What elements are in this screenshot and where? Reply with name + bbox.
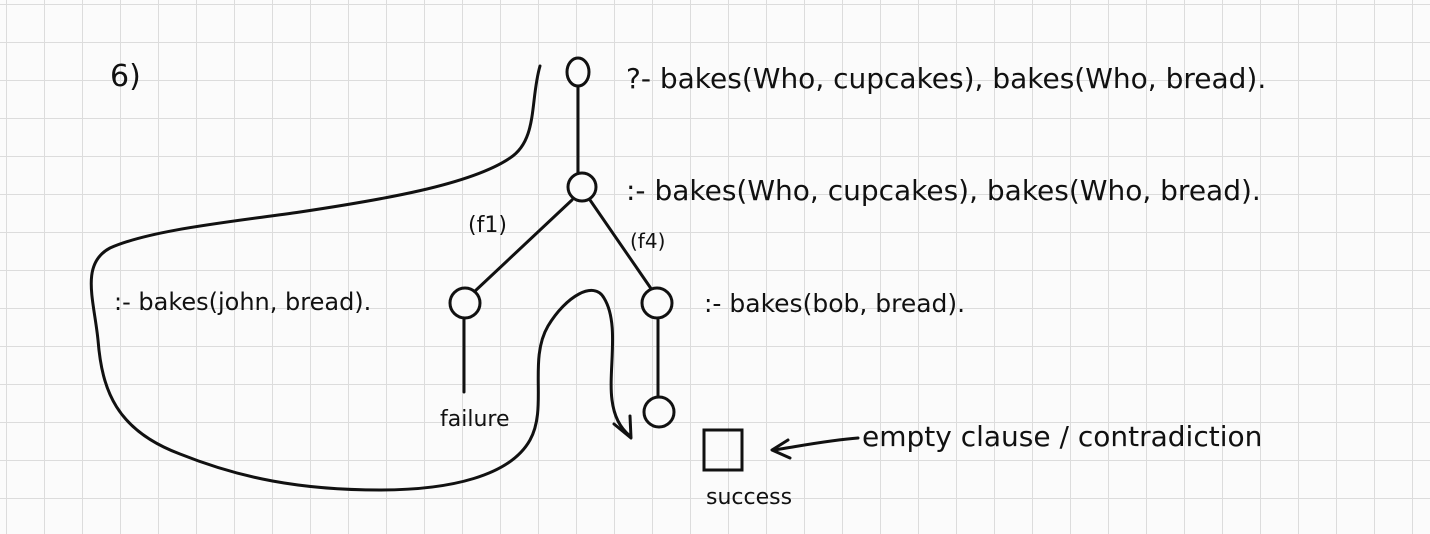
edge-root-left bbox=[472, 198, 574, 294]
edge-label-f4: (f4) bbox=[630, 229, 665, 253]
left-node bbox=[448, 286, 482, 320]
right-node bbox=[640, 286, 674, 320]
arrow-to-empty-clause-head bbox=[770, 438, 792, 460]
left-goal-text: :- bakes(john, bread). bbox=[114, 288, 371, 316]
leaf-node bbox=[642, 395, 676, 429]
success-label: success bbox=[706, 485, 792, 510]
edge-root-right bbox=[588, 198, 654, 292]
query-node bbox=[565, 56, 591, 88]
root-node bbox=[566, 171, 598, 203]
failure-label: failure bbox=[440, 407, 510, 432]
problem-number: 6) bbox=[110, 59, 141, 94]
arrow-to-empty-clause bbox=[772, 436, 860, 452]
backtracking-arrowhead bbox=[612, 414, 633, 440]
empty-clause-label: empty clause / contradiction bbox=[862, 420, 1262, 453]
empty-clause-box bbox=[702, 428, 744, 472]
edge-label-f1: (f1) bbox=[468, 213, 507, 238]
backtracking-path bbox=[89, 64, 632, 492]
query-text: ?- bakes(Who, cupcakes), bakes(Who, brea… bbox=[626, 62, 1266, 95]
right-goal-text: :- bakes(bob, bread). bbox=[704, 289, 965, 318]
root-goal-text: :- bakes(Who, cupcakes), bakes(Who, brea… bbox=[626, 174, 1261, 207]
